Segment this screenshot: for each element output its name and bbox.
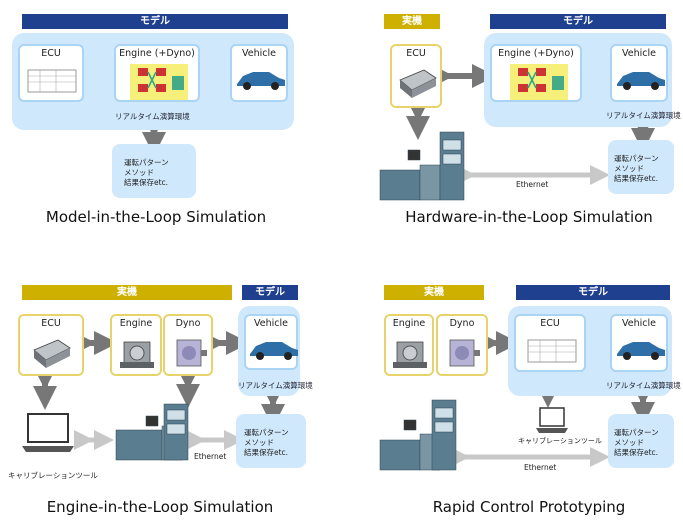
rcp-real-banner: 実機 (384, 285, 484, 300)
ecu-hardware-icon (33, 339, 71, 368)
eil-realtime-env-label: リアルタイム演算環境 (238, 381, 313, 390)
mil-model-banner: モデル (22, 14, 288, 29)
hil-realtime-env-label: リアルタイム演算環境 (606, 111, 681, 120)
data-line-pattern: 運転パターン (614, 154, 659, 163)
data-line-method: メソッド (244, 438, 274, 447)
ecu-hardware-icon (399, 69, 437, 98)
mil-ecu-box: ECU (18, 44, 84, 102)
data-line-method: メソッド (124, 168, 154, 177)
hil-engine-box: Engine (+Dyno) (490, 44, 582, 102)
car-icon (250, 342, 298, 360)
eil-dyno-label: Dyno (175, 318, 201, 329)
data-line-save: 結果保存etc. (614, 448, 659, 457)
rcp-vehicle-label: Vehicle (622, 318, 656, 329)
mil-caption: Model-in-the-Loop Simulation (45, 208, 267, 226)
hil-engine-label: Engine (+Dyno) (498, 48, 574, 59)
dyno-icon (176, 339, 207, 367)
mil-engine-box: Engine (+Dyno) (114, 44, 200, 102)
mil-realtime-env-label: リアルタイム演算環境 (115, 112, 190, 121)
data-line-save: 結果保存etc. (124, 178, 169, 187)
eil-arrows (33, 331, 285, 450)
mil-ecu-label: ECU (41, 48, 61, 59)
rcp-ecu-label: ECU (540, 318, 560, 329)
hil-ecu-label: ECU (406, 48, 426, 59)
hil-real-banner: 実機 (384, 14, 440, 29)
engine-model-icon (130, 64, 188, 100)
dyno-icon (449, 339, 480, 367)
eil-vehicle-label: Vehicle (254, 318, 288, 329)
eil-caption: Engine-in-the-Loop Simulation (46, 498, 274, 516)
laptop-icon-eil (22, 413, 74, 452)
rcp-ethernet-label: Ethernet (524, 463, 557, 472)
rcp-realtime-env-label: リアルタイム演算環境 (606, 381, 681, 390)
rcp-engine-box: Engine (384, 314, 434, 376)
rcp-ecu-box: ECU (514, 314, 586, 372)
mil-vehicle-label: Vehicle (242, 48, 276, 59)
ecu-model-icon (27, 69, 77, 93)
eil-ecu-label: ECU (41, 318, 61, 329)
ecu-model-icon (527, 339, 577, 363)
mil-engine-label: Engine (+Dyno) (119, 48, 195, 59)
test-bench-rcp (379, 399, 457, 471)
data-line-save: 結果保存etc. (244, 448, 289, 457)
rcp-vehicle-box: Vehicle (610, 314, 668, 372)
hil-ethernet-label: Ethernet (516, 180, 549, 189)
engine-model-icon (510, 64, 568, 100)
test-bench-eil (115, 403, 189, 461)
mil-vehicle-box: Vehicle (230, 44, 288, 102)
hil-vehicle-box: Vehicle (610, 44, 668, 102)
eil-ecu-box: ECU (18, 314, 84, 376)
eil-calib-tool-label: キャリブレーションツール (8, 471, 98, 480)
data-line-pattern: 運転パターン (244, 428, 289, 437)
eil-engine-label: Engine (119, 318, 153, 329)
data-line-pattern: 運転パターン (614, 428, 659, 437)
eil-ethernet-label: Ethernet (194, 452, 227, 461)
rcp-model-banner: モデル (516, 285, 670, 300)
engine-hardware-icon (393, 341, 427, 368)
mil-data-box: 運転パターン メソッド 結果保存etc. (112, 144, 196, 198)
eil-dyno-box: Dyno (163, 314, 213, 376)
data-line-method: メソッド (614, 438, 644, 447)
hil-data-box: 運転パターン メソッド 結果保存etc. (608, 140, 674, 194)
eil-real-banner: 実機 (22, 285, 232, 300)
test-bench-hil (379, 131, 465, 201)
hil-vehicle-label: Vehicle (622, 48, 656, 59)
data-line-pattern: 運転パターン (124, 158, 169, 167)
car-icon (617, 72, 665, 90)
eil-model-banner: モデル (242, 285, 298, 300)
data-line-method: メソッド (614, 164, 644, 173)
data-line-save: 結果保存etc. (614, 174, 659, 183)
engine-hardware-icon (120, 341, 154, 368)
car-icon (617, 342, 665, 360)
hil-model-banner: モデル (490, 14, 666, 29)
rcp-dyno-label: Dyno (449, 318, 475, 329)
hil-caption: Hardware-in-the-Loop Simulation (405, 208, 653, 226)
rcp-dyno-box: Dyno (436, 314, 488, 376)
rcp-engine-label: Engine (392, 318, 426, 329)
rcp-data-box: 運転パターン メソッド 結果保存etc. (608, 414, 674, 468)
rcp-calib-tool-label: キャリブレーションツール (518, 437, 602, 445)
eil-engine-box: Engine (110, 314, 162, 376)
hil-ecu-box: ECU (390, 44, 442, 108)
eil-vehicle-box: Vehicle (244, 314, 298, 370)
laptop-icon-rcp (536, 407, 568, 433)
rcp-caption: Rapid Control Prototyping (432, 498, 626, 516)
eil-data-box: 運転パターン メソッド 結果保存etc. (236, 414, 306, 468)
car-icon (237, 72, 285, 90)
